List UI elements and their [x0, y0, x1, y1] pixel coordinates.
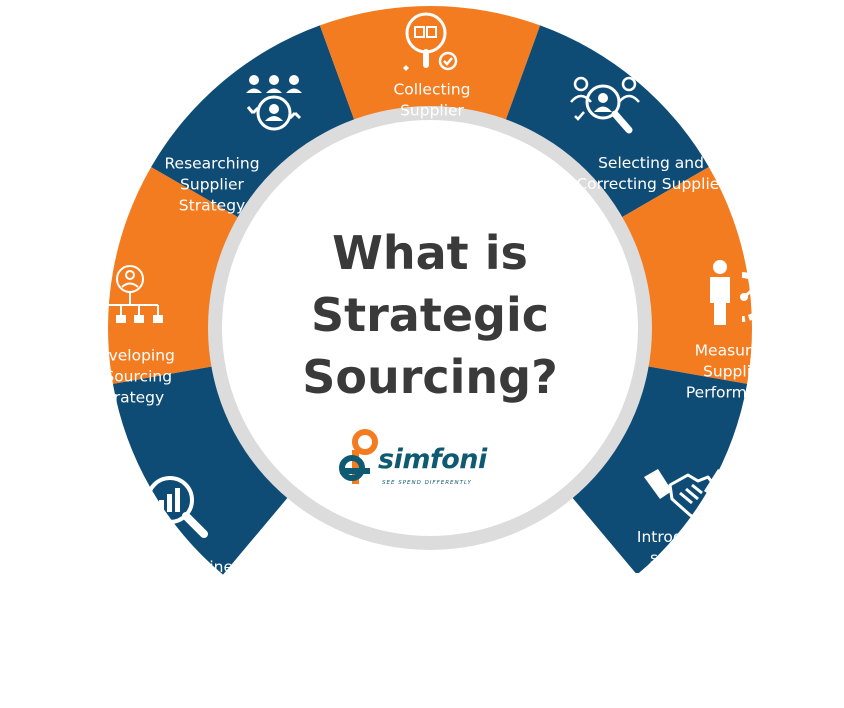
segment-1	[112, 363, 299, 575]
segment-5	[500, 25, 709, 226]
segment-label-developing-strategy: Developing a Sourcing Strategy	[87, 346, 175, 407]
segment-label-analyze-spend: Analyze Business spend	[114, 558, 250, 597]
segment-label-selecting-supplier: Selecting and Correcting Supplier	[576, 154, 726, 193]
logo-name: simfoni	[378, 444, 487, 475]
segment-label-supplier-relationship: Introducing supplier Relationship Manage…	[629, 528, 733, 609]
diagram-title: What is Strategic Sourcing?	[302, 226, 558, 404]
segment-label-measuring-performance: Measuring Supplier Performance	[685, 341, 785, 402]
simfoni-logo: simfoni SEE SPEND DIFFERENTLY	[338, 428, 518, 498]
segment-4	[319, 5, 541, 136]
center-disc	[222, 120, 638, 536]
handshake-icon	[644, 469, 732, 518]
segment-label-collecting-information: Collecting Supplier information	[387, 80, 477, 141]
segment-7	[561, 363, 748, 575]
person-gauge-icon	[710, 260, 767, 325]
people-magnifier-icon	[570, 76, 640, 134]
segment-label-researching-strategy: Researching Supplier Strategy	[164, 154, 260, 215]
supplier-search-icon	[403, 12, 458, 71]
logo-tagline: SEE SPEND DIFFERENTLY	[382, 480, 472, 486]
segment-3	[151, 25, 360, 226]
people-cycle-icon	[246, 75, 302, 131]
analytics-magnifier-icon	[146, 476, 208, 538]
org-chart-icon	[97, 265, 163, 323]
simfoni-logo-mark	[339, 429, 378, 484]
